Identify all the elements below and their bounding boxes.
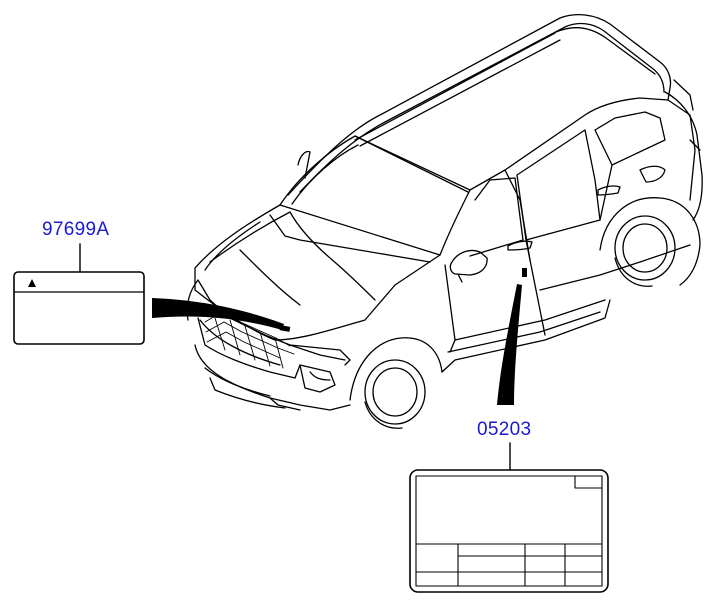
callout-05203 bbox=[409, 268, 609, 593]
hood-label-box bbox=[13, 271, 145, 345]
vehicle-illustration bbox=[186, 13, 703, 429]
callout-97699a bbox=[13, 243, 291, 345]
door-label-box bbox=[409, 469, 609, 593]
pointer-wedge-door bbox=[497, 284, 522, 405]
part-number-05203[interactable]: 05203 bbox=[477, 419, 532, 440]
pointer-wedge-hood bbox=[152, 298, 284, 330]
part-number-97699a[interactable]: 97699A bbox=[42, 219, 110, 240]
warning-triangle-icon bbox=[28, 279, 36, 287]
